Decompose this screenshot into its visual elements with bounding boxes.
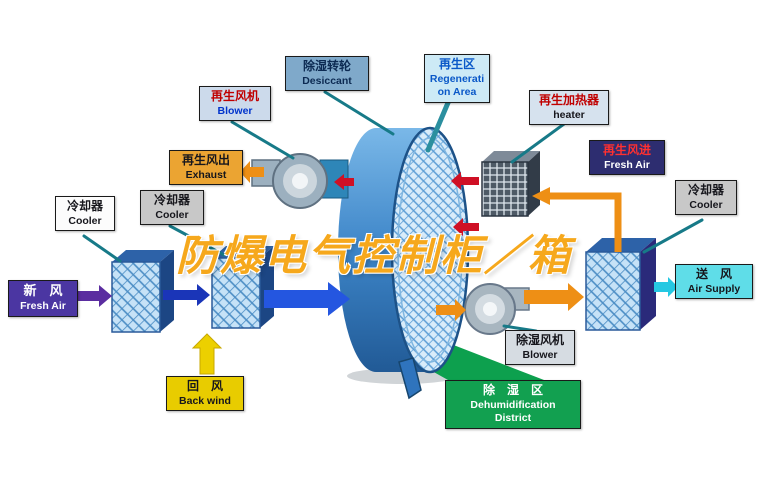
label-air-supply-cn: 送 风 <box>695 267 732 281</box>
regen-blower-fan <box>251 153 328 209</box>
label-regen-air-in-en: Fresh Air <box>604 158 650 171</box>
label-regen-blower-en: Blower <box>217 104 253 117</box>
label-desiccant-wheel-cn: 除湿转轮 <box>302 59 351 73</box>
arrow-air-supply-out <box>654 277 678 297</box>
arrow-wheel-to-regen-fan <box>334 174 354 190</box>
label-cooler-left-en: Cooler <box>68 214 102 227</box>
label-dehumid-blower-cn: 除湿风机 <box>515 333 564 347</box>
cooler-unit-3 <box>585 238 656 331</box>
label-dehumid-district-en2: District <box>494 412 532 425</box>
label-fresh-air-cn: 新 风 <box>23 283 63 298</box>
label-regen-air-out-cn: 再生风出 <box>181 153 230 167</box>
wheel-ribbon <box>398 357 422 400</box>
label-regen-heater-en: heater <box>553 108 585 121</box>
cooler-unit-1 <box>111 250 174 333</box>
arrow-fresh-air-in <box>76 285 112 307</box>
flow-arrows <box>76 161 678 375</box>
label-cooler-right-cn: 冷却器 <box>687 183 724 197</box>
label-connectors <box>82 90 704 333</box>
label-back-wind-cn: 回 风 <box>186 379 223 393</box>
label-desiccant-wheel: 除湿转轮 Desiccant <box>285 56 369 92</box>
label-back-wind-en: Back wind <box>179 394 231 407</box>
label-cooler-left: 冷却器 Cooler <box>55 196 115 232</box>
label-regen-air-out: 再生风出 Exhaust <box>169 150 243 186</box>
watermark-text: 防爆电气控制柜／箱 <box>176 232 573 279</box>
label-cooler-right: 冷却器 Cooler <box>675 180 737 216</box>
label-regen-area-en: Regeneration Area <box>429 72 485 99</box>
arrow-wheel-to-fan <box>436 299 466 321</box>
label-dehumid-district: 除 湿 区 Dehumidification District <box>445 380 581 429</box>
label-dehumid-blower-en: Blower <box>522 348 558 361</box>
arrow-cooler2-to-wheel <box>264 282 350 316</box>
label-cooler-left-cn: 冷却器 <box>66 199 103 213</box>
label-cooler-mid-cn: 冷却器 <box>153 193 190 207</box>
label-desiccant-wheel-en: Desiccant <box>302 74 352 87</box>
label-dehumid-district-en1: Dehumidification <box>470 398 556 411</box>
arrow-heater-to-wheel-bottom <box>453 218 479 236</box>
label-cooler-right-en: Cooler <box>689 198 723 211</box>
label-fresh-air: 新 风 Fresh Air <box>8 280 78 317</box>
arrow-regen-in-elbow-head <box>532 187 550 205</box>
desiccant-wheel <box>338 126 470 400</box>
label-cooler-mid: 冷却器 Cooler <box>140 190 204 226</box>
arrow-exhaust-out <box>240 161 264 183</box>
process-blower-fan <box>464 283 530 335</box>
label-regen-blower-cn: 再生风机 <box>210 89 259 103</box>
label-regen-air-in: 再生风进 Fresh Air <box>589 140 665 176</box>
label-regen-area-cn: 再生区 <box>438 57 475 71</box>
arrow-back-wind-up <box>191 333 223 375</box>
label-air-supply-en: Air Supply <box>687 282 741 295</box>
arrow-fan-to-cooler3 <box>524 283 584 311</box>
label-regen-area: 再生区 Regeneration Area <box>424 54 490 103</box>
label-regen-air-in-cn: 再生风进 <box>602 143 651 157</box>
arrow-regen-in-elbow <box>548 192 622 252</box>
label-regen-air-out-en: Exhaust <box>185 168 227 181</box>
arrow-cooler1-to-cooler2 <box>163 284 210 306</box>
label-fresh-air-en: Fresh Air <box>20 299 66 312</box>
label-air-supply: 送 风 Air Supply <box>675 264 753 300</box>
label-regen-heater-cn: 再生加热器 <box>538 93 599 107</box>
label-dehumid-district-cn: 除 湿 区 <box>482 383 543 397</box>
label-dehumid-blower: 除湿风机 Blower <box>505 330 575 366</box>
heater-unit <box>481 151 540 217</box>
label-regen-blower: 再生风机 Blower <box>199 86 271 122</box>
label-back-wind: 回 风 Back wind <box>166 376 244 412</box>
label-regen-heater: 再生加热器 heater <box>529 90 609 126</box>
label-cooler-mid-en: Cooler <box>155 208 189 221</box>
arrow-heater-to-wheel-top <box>451 172 479 190</box>
